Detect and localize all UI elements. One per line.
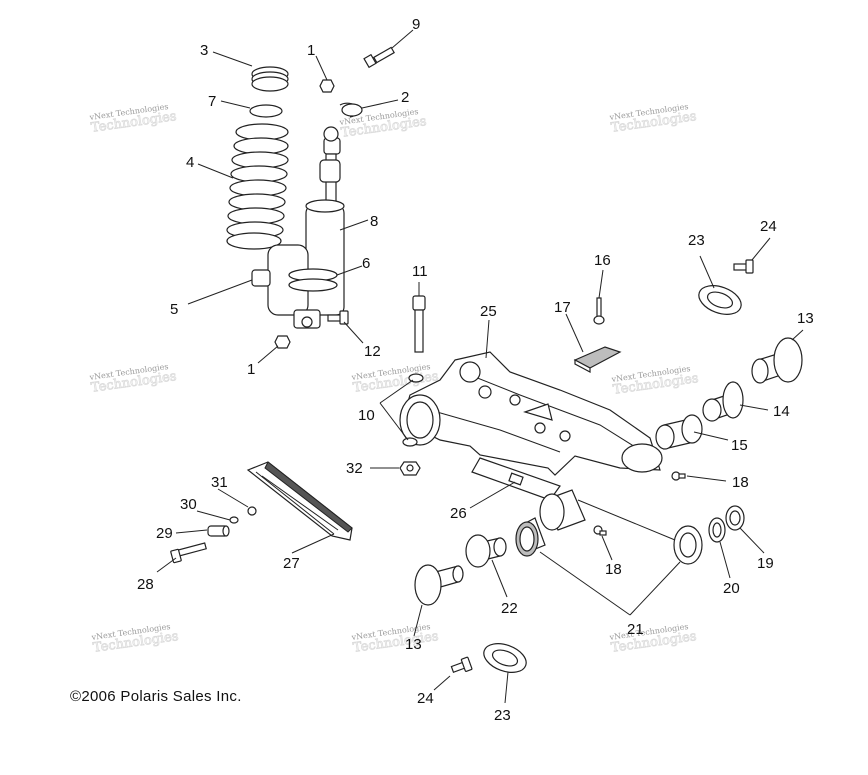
callout-18-right: 18 [732,474,749,491]
nut-part-31 [247,506,257,516]
callout-15: 15 [731,437,748,454]
bolt-part-24-upper [733,259,754,274]
spring-retainer-part-3 [251,66,289,92]
callout-10: 10 [358,407,375,424]
swingarm-assembly [399,259,803,673]
callout-28: 28 [137,576,154,593]
sleeve-part-15 [655,414,703,450]
grease-fitting-part-18-lower [593,525,607,536]
callout-23-upper: 23 [688,232,705,249]
callout-27: 27 [283,555,300,572]
grease-fitting-part-18-right [671,471,686,481]
washer-part-30 [229,516,239,524]
bolt-part-28 [170,542,207,564]
callout-4: 4 [186,154,194,171]
slide-group [170,461,353,564]
callout-31: 31 [211,474,228,491]
callout-2: 2 [401,89,409,106]
callout-5: 5 [170,301,178,318]
callout-8: 8 [370,213,378,230]
nut-part-19 [725,505,745,531]
spacer-part-29 [207,525,230,537]
callouts: 9 3 1 2 7 4 8 6 5 12 1 11 25 17 16 23 24… [137,16,814,724]
bolt-part-24-lower [450,656,473,673]
callout-9: 9 [412,16,420,33]
bushing-part-13-lower [414,564,464,606]
bushing-part-22 [465,534,507,568]
callout-26: 26 [450,505,467,522]
callout-6: 6 [362,255,370,272]
callout-7: 7 [208,93,216,110]
nut-part-1-upper [319,79,335,93]
callout-29: 29 [156,525,173,542]
shock-assembly [226,46,395,349]
callout-18-lower: 18 [605,561,622,578]
callout-12: 12 [364,343,381,360]
bolt-part-9 [363,46,395,69]
callout-22: 22 [501,600,518,617]
callout-20: 20 [723,580,740,597]
callout-3: 3 [200,42,208,59]
clip-part-2 [339,102,363,118]
flange-part-23-lower [483,643,527,673]
callout-19: 19 [757,555,774,572]
coil-spring-part-4 [226,123,289,250]
callout-21: 21 [627,621,644,638]
slide-part-27 [246,461,353,541]
callout-14: 14 [773,403,790,420]
flange-part-23-upper [698,285,742,315]
shock-lower-eye [293,309,321,329]
nut-part-1-lower [274,335,291,349]
bolt-part-12 [327,310,349,325]
swingarm-triangle-cutout [523,403,553,421]
callout-32: 32 [346,460,363,477]
plate-part-17 [573,346,622,373]
callout-24-upper: 24 [760,218,777,235]
pivot-tube-left [539,489,586,531]
copyright-notice: ©2006 Polaris Sales Inc. [70,688,242,705]
callout-24-lower: 24 [417,690,434,707]
callout-23-lower: 23 [494,707,511,724]
sleeve-part-21-right [673,525,703,565]
nut-part-32 [399,461,421,476]
bushing-part-13-upper [751,337,803,384]
callout-11: 11 [412,263,428,280]
callout-1-upper: 1 [307,42,315,59]
ring-part-7 [249,104,283,118]
pin-part-16 [593,297,605,325]
callout-1-lower: 1 [247,361,255,378]
sleeve-part-21-left [515,517,546,557]
callout-17: 17 [554,299,571,316]
callout-13-upper: 13 [797,310,814,327]
bolt-part-11 [412,295,426,353]
washer-part-20 [708,517,726,543]
leader-lines [156,29,804,704]
callout-30: 30 [180,496,197,513]
callout-25: 25 [480,303,497,320]
bushing-part-14 [702,381,744,422]
clamp-part-6 [288,268,338,292]
reservoir-part-5 [251,244,309,316]
callout-16: 16 [594,252,611,269]
callout-13-lower: 13 [405,636,422,653]
